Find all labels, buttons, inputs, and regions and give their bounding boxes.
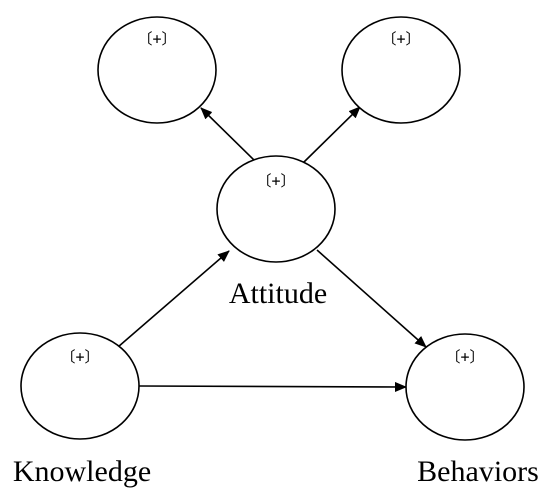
node-knowledge-label: Knowledge (13, 455, 151, 488)
node-knowledge-circle (20, 332, 140, 440)
node-behaviors-circle (405, 333, 525, 441)
edge-knowledge-to-attitude (117, 250, 230, 348)
node-attitude-label: Attitude (229, 277, 327, 310)
node-top-right-circle (341, 16, 461, 124)
node-top-right-badge: 〔+〕 (381, 30, 420, 48)
node-knowledge: 〔+〕 Knowledge (13, 332, 151, 488)
node-behaviors: 〔+〕 Behaviors (405, 333, 539, 488)
edge-attitude-to-top-right (303, 106, 361, 163)
edge-knowledge-to-behaviors (138, 381, 407, 392)
node-top-left-badge: 〔+〕 (137, 30, 176, 48)
node-top-right: 〔+〕 (341, 16, 461, 124)
node-behaviors-label: Behaviors (417, 455, 539, 488)
edge-attitude-to-behaviors (316, 249, 427, 348)
node-top-left-circle (97, 16, 217, 124)
node-top-left: 〔+〕 (97, 16, 217, 124)
edge-attitude-to-top-left (200, 107, 257, 163)
node-attitude: 〔+〕 Attitude (216, 155, 336, 310)
node-knowledge-badge: 〔+〕 (60, 348, 99, 366)
node-attitude-circle (216, 155, 336, 263)
node-behaviors-badge: 〔+〕 (445, 348, 484, 366)
node-attitude-badge: 〔+〕 (256, 172, 295, 190)
